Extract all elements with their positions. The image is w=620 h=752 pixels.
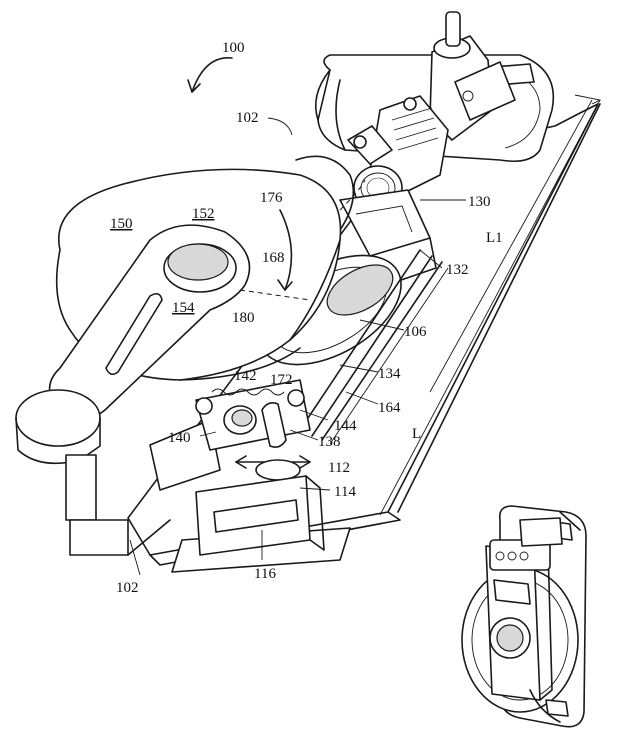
label-L: L [412,426,421,442]
swing-arm [48,224,251,420]
reference-arrow [187,57,233,93]
label-172: 172 [270,372,293,388]
label-138: 138 [318,434,341,450]
front-tab [171,475,351,573]
guide-rails [299,249,449,445]
label-168: 168 [262,250,285,266]
label-102-top: 102 [236,110,259,126]
label-112: 112 [328,460,350,476]
label-116: 116 [254,566,276,582]
reference-labels: 100 102 130 176 150 152 L1 168 132 154 1… [110,40,503,596]
label-152: 152 [192,206,215,222]
rotation-arrow [277,209,293,291]
label-140: 140 [168,430,191,446]
label-L1: L1 [486,230,503,246]
leader-lines [129,117,466,576]
actuator-bracket [339,189,437,291]
label-134: 134 [378,366,401,382]
dimension-lines [239,94,602,516]
label-114: 114 [334,484,356,500]
label-132: 132 [446,262,469,278]
label-106: 106 [404,324,427,340]
inset-view [461,505,587,728]
label-180: 180 [232,310,255,326]
movement-arrow [235,455,311,481]
clamp-assembly [149,379,311,491]
spindle-post [15,389,171,556]
label-142: 142 [234,368,257,384]
label-150: 150 [110,216,133,232]
label-154: 154 [172,300,195,316]
label-102-bottom: 102 [116,580,139,596]
label-100: 100 [222,40,245,56]
label-144: 144 [334,418,357,434]
label-176: 176 [260,190,283,206]
label-130: 130 [468,194,491,210]
label-164: 164 [378,400,401,416]
